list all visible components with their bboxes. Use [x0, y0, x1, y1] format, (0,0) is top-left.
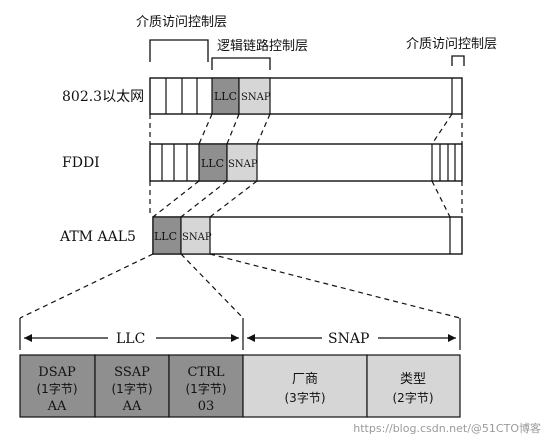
connector-llc-end [226, 113, 240, 145]
field-ctrl [168, 354, 244, 418]
vendor-size: (3字节) [285, 390, 326, 405]
connector-snap-end [209, 180, 258, 218]
field-type [366, 354, 461, 418]
row-label-ethernet: 802.3以太网 [62, 89, 144, 105]
atm-llc-label: LLC [154, 230, 177, 243]
row-label-fddi: FDDI [62, 155, 100, 171]
type-name: 类型 [400, 372, 426, 387]
mac-layer-label-top: 介质访问控制层 [136, 15, 227, 30]
ctrl-name: CTRL [187, 365, 224, 380]
ethernet-snap-label: SNAP [241, 92, 271, 103]
mac-brace-right [451, 55, 465, 66]
connector-snap-end [256, 113, 271, 145]
llc-arrowhead-right [231, 334, 239, 342]
connector-llc-end [180, 180, 228, 218]
mac-layer-label-right: 介质访问控制层 [406, 37, 497, 52]
llc-span-label: LLC [116, 331, 145, 347]
ctrl-value: 03 [198, 399, 215, 414]
ssap-name: SSAP [114, 365, 150, 380]
fddi-llc-segment [198, 143, 228, 182]
fddi-llc-label: LLC [201, 157, 224, 170]
dsap-value: AA [47, 399, 67, 414]
llc-brace [211, 57, 271, 70]
connector-trailer-start [431, 113, 453, 145]
ethernet-snap-segment [238, 77, 271, 115]
connector-trailer-start [431, 180, 451, 218]
atm-llc-segment [152, 216, 182, 255]
frame-ethernet [149, 77, 463, 115]
connector-llc-start [198, 113, 213, 145]
ethernet-llc-label: LLC [214, 90, 237, 103]
atm-snap-label: SNAP [182, 232, 212, 243]
field-ssap [94, 354, 170, 418]
ctrl-size: (1字节) [186, 381, 227, 396]
frame-atm [152, 216, 463, 255]
expansion-line-left [19, 253, 154, 319]
field-vendor [242, 354, 368, 418]
mac-brace-top [149, 39, 209, 62]
ssap-size: (1字节) [112, 381, 153, 396]
frame-fddi [149, 143, 463, 182]
frame-ethernet-body [149, 77, 463, 115]
llc-layer-label: 逻辑链路控制层 [217, 38, 308, 54]
snap-span-label: SNAP [328, 331, 369, 347]
frame-fddi-body [149, 143, 463, 182]
atm-snap-segment [180, 216, 211, 255]
expansion-line-right [209, 253, 461, 319]
row-label-atm: ATM AAL5 [59, 229, 136, 245]
fddi-snap-label: SNAP [228, 159, 258, 170]
type-size: (2字节) [393, 390, 434, 405]
snap-arrowhead-left [247, 334, 255, 342]
llc-arrowhead-left [24, 334, 32, 342]
dsap-name: DSAP [38, 365, 76, 380]
connector-llc-start [152, 180, 200, 218]
vendor-name: 厂商 [292, 372, 318, 387]
expansion-line-middle [180, 253, 244, 319]
fddi-snap-segment [226, 143, 258, 182]
dsap-size: (1字节) [37, 381, 78, 396]
field-dsap [19, 354, 96, 418]
snap-arrowhead-right [448, 334, 456, 342]
ssap-value: AA [122, 399, 142, 414]
watermark: https://blog.csdn.net/@51CTO博客 [353, 421, 541, 435]
ethernet-llc-segment [211, 77, 240, 115]
